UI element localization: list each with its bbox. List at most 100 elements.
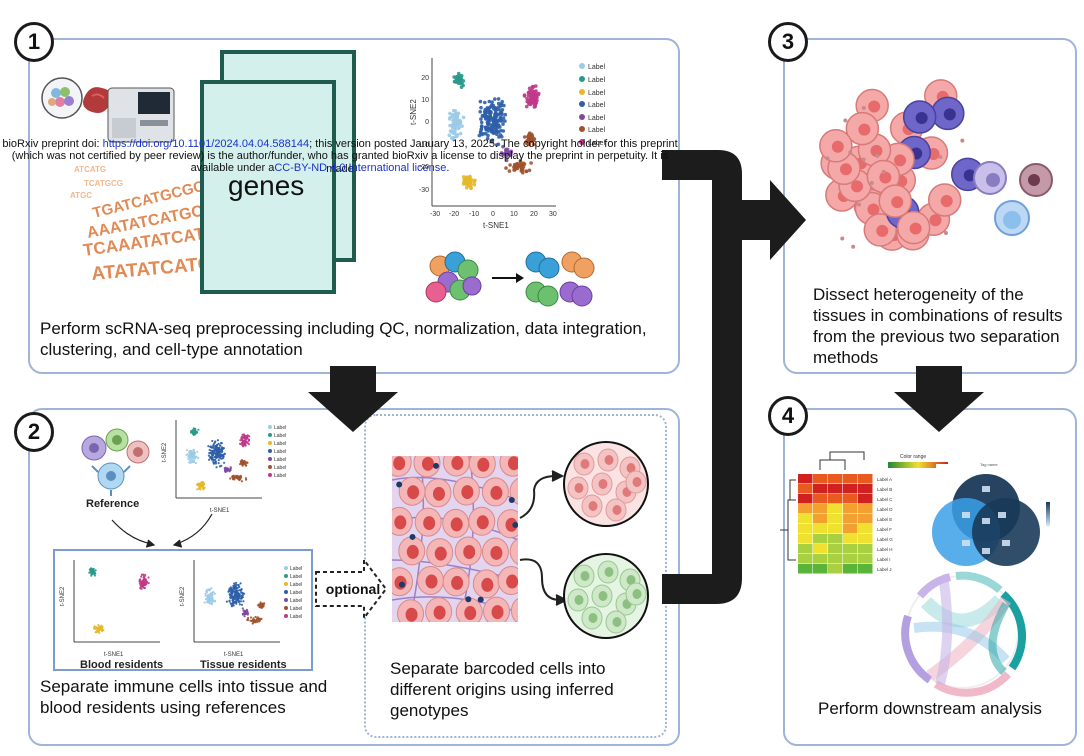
tsne-point: [479, 117, 483, 121]
tsne-point: [138, 582, 141, 585]
tsne-point: [238, 603, 241, 606]
tsne-point: [208, 589, 211, 592]
tsne-point: [457, 73, 462, 78]
heatmap-cell: [828, 554, 843, 564]
tsne-point: [254, 615, 257, 619]
heatmap-cell: [813, 534, 828, 544]
cell-nucleus: [598, 479, 608, 489]
tsne-point: [241, 442, 244, 445]
tsne-point: [231, 599, 234, 602]
tsne-point: [483, 100, 487, 105]
tsne-point: [201, 486, 204, 489]
step-number-1: 1: [14, 22, 54, 62]
tsne-point: [242, 600, 245, 603]
tsne-point: [458, 120, 463, 124]
tsne-point: [243, 592, 246, 595]
tsne-point: [485, 136, 490, 141]
tsne-point: [491, 124, 496, 128]
tsne-point: [490, 100, 494, 104]
cell-nucleus: [879, 171, 892, 184]
tsne-point: [534, 89, 538, 93]
tsne-point: [196, 450, 199, 453]
license-link[interactable]: CC-BY-ND 4.0 International license: [274, 162, 447, 174]
tsne-point: [513, 162, 517, 167]
tsne-point: [214, 462, 217, 465]
svg-text:0: 0: [491, 211, 495, 218]
tsne-point: [488, 115, 492, 119]
debris-dot: [861, 157, 866, 162]
tsne-point: [214, 458, 217, 461]
tsne-point: [454, 76, 458, 81]
panel4-caption: Perform downstream analysis: [818, 699, 1042, 718]
tsne-point: [247, 612, 250, 615]
sample-dish-icon: [41, 77, 83, 119]
debris-dot: [825, 156, 830, 161]
tsne-point: [533, 104, 537, 109]
tsne-point: [241, 607, 244, 610]
tsne-point: [246, 461, 249, 464]
tsne-point: [212, 460, 215, 463]
tsne-point: [256, 604, 260, 607]
svg-text:t-SNE1: t-SNE1: [104, 652, 124, 658]
tsne-point: [235, 601, 238, 604]
cell-nucleus: [876, 224, 889, 237]
tsne-point: [204, 598, 208, 601]
tsne-legend-small: Label Label Label Label Label Label Labe…: [268, 425, 286, 479]
tsne-point: [244, 477, 248, 480]
tsne-point: [187, 455, 190, 458]
tsne-point: [520, 168, 524, 172]
tsne-point: [254, 619, 257, 623]
tsne-point: [192, 448, 195, 451]
heatmap-cell: [798, 474, 813, 484]
heatmap-cell: [858, 554, 873, 564]
heatmap-cell: [843, 474, 858, 484]
tsne-point: [225, 470, 228, 473]
heatmap-cell: [798, 494, 813, 504]
svg-text:t-SNE2: t-SNE2: [180, 586, 186, 606]
cell-nucleus: [518, 546, 530, 560]
heatmap-cell: [798, 524, 813, 534]
debris-dot: [848, 150, 853, 155]
tsne-point: [238, 478, 241, 482]
svg-text:30: 30: [549, 211, 557, 218]
tsne-point: [96, 630, 99, 633]
tsne-point: [240, 480, 243, 483]
svg-text:t-SNE2: t-SNE2: [162, 442, 168, 462]
cell-nucleus: [831, 140, 844, 153]
tsne-point: [483, 125, 488, 130]
svg-text:Label: Label: [274, 425, 286, 431]
tsne-point: [145, 581, 148, 584]
svg-text:Label: Label: [290, 614, 302, 620]
chord-diagram: [901, 571, 1027, 697]
color-range-label: Color range: [900, 454, 926, 460]
tsne-point: [509, 149, 514, 154]
cell-nucleus: [909, 222, 922, 235]
tsne-point: [232, 477, 235, 480]
tsne-point: [98, 626, 101, 629]
tsne-point: [90, 574, 93, 577]
cell-nucleus: [405, 607, 418, 622]
cell-nucleus: [463, 545, 476, 560]
heatmap-cell: [828, 504, 843, 514]
tsne-point: [463, 180, 467, 184]
heatmap-cell: [813, 564, 828, 574]
tsne-point: [508, 152, 513, 156]
tsne-point: [196, 488, 199, 491]
tsne-point: [466, 176, 471, 181]
svg-text:Label: Label: [588, 140, 606, 147]
tsne-point: [515, 162, 520, 166]
cell-nucleus: [434, 546, 447, 561]
tsne-point: [222, 447, 225, 450]
cell-nucleus: [490, 485, 503, 500]
tsne-point: [491, 116, 496, 121]
tsne-point: [97, 624, 100, 627]
debris-dot: [960, 138, 965, 143]
doi-link[interactable]: https://doi.org/10.1101/2024.04.04.58814…: [102, 138, 310, 150]
cell-nucleus: [598, 591, 608, 601]
tsne-point: [524, 104, 529, 109]
tsne-point: [189, 454, 192, 457]
tsne-point: [209, 451, 212, 454]
heatmap-row-label: Label J: [877, 567, 892, 572]
cell-nucleus: [580, 459, 590, 469]
heatmap-cell: [813, 474, 828, 484]
